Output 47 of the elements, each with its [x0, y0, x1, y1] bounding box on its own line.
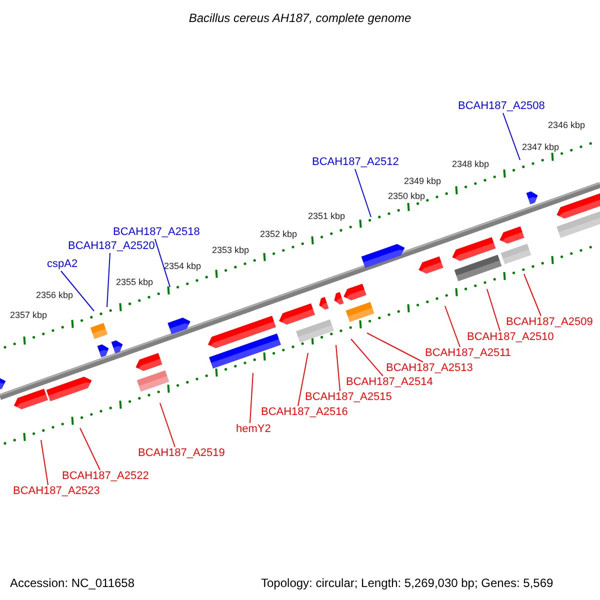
gene-label: BCAH187_A2509	[506, 316, 593, 329]
scale-label: 2348 kbp	[452, 159, 490, 170]
leader-line	[250, 372, 254, 424]
gene-label: hemY2	[236, 423, 271, 436]
leader-line	[298, 352, 308, 406]
leader-line	[486, 288, 500, 332]
leader-line	[160, 402, 176, 448]
gene-label: BCAH187_A2513	[386, 362, 473, 375]
leader-line	[350, 338, 384, 376]
gene-label: BCAH187_A2518	[113, 226, 200, 239]
leader-line	[80, 428, 100, 470]
gene-label: BCAH187_A2510	[467, 331, 554, 344]
scale-label: 2354 kbp	[164, 261, 202, 272]
scale-label: 2346 kbp	[548, 120, 586, 131]
leader-line	[336, 344, 340, 392]
gene-label: BCAH187_A2512	[312, 156, 399, 169]
scale-label: 2352 kbp	[260, 229, 298, 240]
gene-label: cspA2	[47, 258, 78, 271]
leader-line	[444, 306, 460, 348]
leader-line	[106, 252, 110, 308]
scale-label: 2355 kbp	[116, 277, 154, 288]
scale-label: 2357 kbp	[10, 310, 48, 321]
leader-line	[40, 440, 48, 486]
leader-line	[60, 270, 94, 312]
scale-label: 2351 kbp	[308, 211, 346, 222]
leader-line	[502, 112, 520, 160]
gene-label: BCAH187_A2515	[305, 391, 392, 404]
scale-label: 2353 kbp	[212, 245, 250, 256]
scale-label: 2350 kbp	[388, 191, 426, 202]
gene-label: BCAH187_A2522	[62, 470, 149, 483]
diagram-title: Bacillus cereus AH187, complete genome	[188, 10, 412, 27]
scale-label: 2347 kbp	[522, 142, 560, 153]
gene-label: BCAH187_A2514	[346, 376, 433, 389]
gene-label: BCAH187_A2511	[425, 347, 512, 360]
gene-label: BCAH187_A2523	[13, 485, 100, 498]
gene-label: BCAH187_A2519	[138, 447, 225, 460]
footer-text: Accession: NC_011658	[10, 575, 135, 592]
gene-label: BCAH187_A2520	[68, 240, 155, 253]
leader-line	[524, 274, 542, 316]
leader-line	[354, 168, 372, 218]
leader-line	[154, 238, 170, 288]
leader-line	[366, 332, 424, 362]
scale-label: 2356 kbp	[36, 290, 74, 301]
gene-label: BCAH187_A2508	[458, 100, 545, 113]
scale-label: 2349 kbp	[404, 176, 442, 187]
gene-label: BCAH187_A2516	[261, 406, 348, 419]
footer-text: Topology: circular; Length: 5,269,030 bp; Genes: 5,569	[261, 575, 554, 592]
